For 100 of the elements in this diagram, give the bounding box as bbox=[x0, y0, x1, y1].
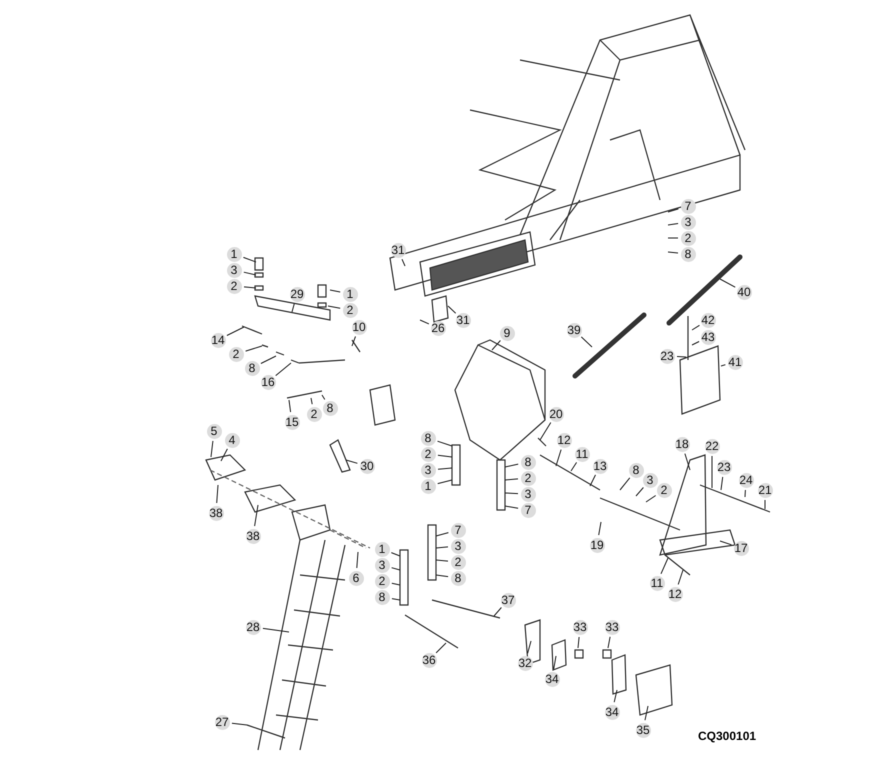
callout-number: 4 bbox=[224, 432, 240, 448]
callout-number: 31 bbox=[390, 242, 406, 258]
callout-number: 6 bbox=[348, 570, 364, 586]
callout-number: 36 bbox=[422, 652, 436, 668]
callout-number: 35 bbox=[636, 722, 650, 738]
leader-line bbox=[692, 341, 700, 346]
callout-number: 33 bbox=[604, 620, 620, 634]
leader-line bbox=[436, 642, 446, 654]
callout-number: 32 bbox=[518, 656, 532, 670]
callout-number: 12 bbox=[556, 432, 572, 448]
callout-number: 8 bbox=[322, 400, 338, 416]
leader-line bbox=[540, 422, 552, 440]
leader-line bbox=[598, 522, 602, 536]
callout-number: 3 bbox=[642, 472, 658, 488]
leader-line bbox=[553, 656, 556, 670]
leader-line bbox=[660, 558, 668, 574]
leader-line bbox=[242, 256, 256, 262]
callout-number: 20 bbox=[548, 406, 564, 422]
callout-number: 40 bbox=[736, 284, 752, 300]
leader-line bbox=[292, 303, 295, 312]
leader-line bbox=[720, 364, 726, 366]
callout-number: 22 bbox=[704, 438, 720, 454]
leader-line bbox=[437, 480, 452, 484]
callout-number: 19 bbox=[590, 538, 604, 552]
callout-number: 2 bbox=[228, 346, 244, 362]
callout-number: 8 bbox=[680, 246, 696, 262]
callout-number: 1 bbox=[342, 286, 358, 302]
leader-line bbox=[764, 500, 766, 510]
leader-line bbox=[676, 356, 686, 358]
leader-line bbox=[668, 223, 679, 226]
leader-line bbox=[438, 468, 452, 470]
leader-line bbox=[330, 290, 341, 292]
leader-line bbox=[646, 495, 656, 502]
leader-line bbox=[614, 690, 618, 703]
callout-number: 9 bbox=[500, 326, 514, 340]
callout-number: 3 bbox=[450, 538, 466, 554]
leader-line bbox=[570, 462, 578, 472]
callout-number: 27 bbox=[214, 714, 230, 730]
leader-line bbox=[288, 400, 292, 413]
leader-line bbox=[310, 398, 313, 405]
leader-line bbox=[275, 362, 292, 376]
leader-line bbox=[436, 560, 448, 562]
callout-number: 33 bbox=[572, 620, 588, 634]
leader-line bbox=[668, 208, 679, 212]
callout-number: 11 bbox=[650, 576, 664, 590]
callout-number: 16 bbox=[260, 374, 276, 390]
callout-number: 5 bbox=[206, 424, 222, 438]
leader-line bbox=[504, 492, 518, 494]
leader-line bbox=[720, 476, 724, 490]
leader-line bbox=[243, 272, 256, 276]
leader-line bbox=[504, 478, 518, 480]
callout-number: 3 bbox=[374, 558, 390, 572]
leader-line bbox=[436, 532, 449, 536]
callout-number: 10 bbox=[352, 320, 366, 334]
callout-number: 3 bbox=[520, 486, 536, 502]
leader-line bbox=[448, 306, 456, 314]
leader-line bbox=[437, 454, 452, 458]
callout-number: 34 bbox=[604, 704, 620, 720]
callout-number: 2 bbox=[520, 470, 536, 486]
callout-number: 28 bbox=[246, 620, 260, 634]
leader-line bbox=[260, 356, 276, 364]
leader-line bbox=[684, 453, 690, 470]
leader-line bbox=[720, 540, 732, 546]
callout-number: 2 bbox=[374, 574, 390, 588]
leader-line bbox=[436, 574, 449, 578]
leader-line bbox=[436, 546, 448, 548]
leader-line bbox=[262, 628, 290, 632]
callout-number: 42 bbox=[700, 312, 716, 328]
leader-line bbox=[608, 636, 611, 648]
leader-line bbox=[504, 506, 519, 509]
callout-number: 13 bbox=[592, 458, 608, 474]
callout-number: 8 bbox=[628, 462, 644, 478]
callout-number: 30 bbox=[360, 458, 374, 474]
callout-number: 2 bbox=[306, 406, 322, 422]
callout-number: 2 bbox=[420, 446, 436, 462]
callout-number: 11 bbox=[574, 446, 590, 462]
callout-number: 1 bbox=[226, 246, 242, 262]
leader-line bbox=[492, 340, 501, 350]
callout-number: 8 bbox=[420, 430, 436, 446]
callout-number: 18 bbox=[674, 436, 690, 452]
callout-number: 7 bbox=[520, 502, 536, 518]
callout-number: 21 bbox=[758, 482, 772, 498]
leader-line bbox=[328, 306, 341, 309]
leader-line bbox=[346, 460, 358, 464]
callout-number: 1 bbox=[420, 478, 436, 494]
leader-line bbox=[744, 490, 746, 498]
leader-line bbox=[210, 440, 214, 458]
leader-line bbox=[231, 722, 248, 726]
callout-number: 2 bbox=[656, 482, 672, 498]
leader-line bbox=[590, 474, 596, 486]
leader-line bbox=[720, 278, 736, 288]
leader-line bbox=[245, 346, 262, 352]
callout-number: 3 bbox=[420, 462, 436, 478]
leader-line bbox=[437, 440, 452, 446]
callout-number: 8 bbox=[244, 360, 260, 376]
leader-line bbox=[644, 706, 648, 721]
callout-number: 15 bbox=[284, 414, 300, 430]
callout-number: 17 bbox=[734, 540, 748, 556]
callout-number: 39 bbox=[566, 322, 582, 338]
callout-number: 34 bbox=[544, 672, 560, 686]
